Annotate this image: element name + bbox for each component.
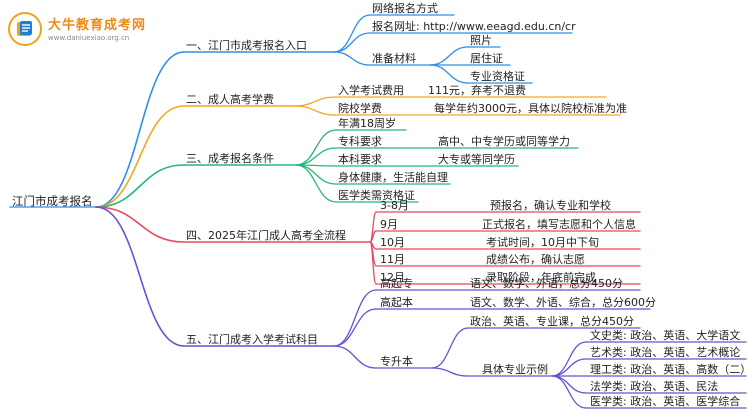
bachelor-requirement-node: 本科要求: [338, 153, 382, 166]
branch-connector: [95, 206, 185, 347]
connector-line: [551, 375, 587, 409]
registration-url-node[interactable]: 报名网址: http://www.eeagd.edu.cn/cr: [372, 20, 576, 33]
example-arts: 艺术类: 政治、英语、艺术概论: [590, 346, 741, 359]
timeline-month-dec: 12月: [380, 271, 405, 284]
major-examples-node: 具体专业示例: [482, 363, 548, 376]
connector-line: [333, 308, 377, 347]
age-requirement-node: 年满18周岁: [338, 117, 396, 130]
level-high-to-bachelor-subjects: 语文、数学、外语、综合，总分600分: [470, 296, 656, 309]
connector-line: [293, 96, 337, 107]
branch-connector: [95, 206, 185, 243]
example-science-engineering: 理工类: 政治、英语、高数（二）: [590, 363, 750, 376]
timeline-month-sep: 9月: [380, 218, 398, 231]
connector-line: [295, 147, 337, 166]
connector-line: [431, 327, 469, 369]
connector-line: [551, 358, 587, 377]
exam-fee-node: 入学考试费用: [338, 84, 404, 97]
timeline-month-oct: 10月: [380, 236, 405, 249]
materials-node: 准备材料: [372, 52, 416, 65]
medical-cert-requirement-node: 医学类需资格证: [338, 189, 415, 202]
connector-line: [429, 46, 469, 66]
connector-line: [295, 129, 337, 166]
bachelor-requirement-detail: 大专或等同学历: [438, 153, 515, 166]
example-liberal-arts: 文史类: 政治、英语、大学语文: [590, 329, 741, 342]
root-node: 江门市成考报名: [12, 194, 93, 208]
timeline-detail-mar-aug: 预报名，确认专业和学校: [490, 199, 611, 212]
connector-line: [295, 164, 337, 185]
logo-title: 大牛教育成考网: [48, 18, 147, 33]
level-high-to-bachelor: 高起本: [380, 296, 413, 309]
connector-line: [333, 32, 371, 53]
connector-line: [293, 105, 337, 116]
junior-college-requirement-node: 专科要求: [338, 135, 382, 148]
branch-connector: [95, 51, 185, 208]
exam-fee-detail: 111元，弃考不退费: [428, 84, 526, 97]
connector-line: [431, 367, 469, 377]
branch-title-tuition: 二、成人高考学费: [186, 93, 274, 106]
site-logo[interactable]: 大牛教育成考网 www.daniuexiao.org.cn: [8, 10, 158, 50]
book-logo-icon: [8, 12, 42, 46]
connector-line: [429, 64, 469, 84]
connector-line: [369, 241, 377, 285]
health-requirement-node: 身体健康，生活能自理: [338, 171, 448, 184]
timeline-detail-oct: 考试时间，10月中下旬: [486, 236, 599, 249]
level-high-to-junior: 高起专: [380, 277, 413, 290]
connector-line: [551, 375, 587, 394]
timeline-detail-sep: 正式报名，填写志愿和个人信息: [482, 218, 636, 231]
school-tuition-detail: 每学年约3000元，具体以院校标准为准: [434, 102, 627, 115]
connector-line: [295, 164, 337, 203]
material-residence-permit: 居住证: [470, 52, 503, 65]
junior-college-requirement-detail: 高中、中专学历或同等学力: [438, 135, 570, 148]
logo-url: www.daniuexiao.org.cn: [48, 34, 130, 42]
example-law: 法学类: 政治、英语、民法: [590, 380, 719, 393]
online-registration-node: 网络报名方式: [372, 2, 438, 15]
timeline-month-mar-aug: 3-8月: [380, 199, 409, 212]
material-photo: 照片: [470, 34, 492, 47]
connector-line: [333, 51, 371, 66]
branch-title-conditions: 三、成考报名条件: [186, 152, 274, 165]
connector-line: [333, 345, 377, 369]
branch-connector: [95, 105, 185, 208]
branch-title-subjects: 五、江门成考入学考试科目: [186, 333, 318, 346]
branch-title-process: 四、2025年江门成人高考全流程: [186, 229, 346, 242]
example-medicine: 医学类: 政治、英语、医学综合: [590, 395, 741, 408]
school-tuition-node: 院校学费: [338, 102, 382, 115]
material-qualification-cert: 专业资格证: [470, 70, 525, 83]
branch-connector: [95, 164, 185, 208]
connector-line: [333, 289, 377, 347]
level-junior-to-bachelor: 专升本: [380, 355, 413, 368]
level-high-to-junior-subjects: 语文、数学、外语，总分450分: [470, 277, 623, 290]
timeline-month-nov: 11月: [380, 253, 405, 266]
timeline-detail-dec: 录取阶段，年底前完成: [486, 271, 596, 284]
timeline-detail-nov: 成绩公布，确认志愿: [486, 253, 585, 266]
branch-title-registration-entry: 一、江门市成考报名入口: [186, 39, 307, 52]
level-junior-to-bachelor-subjects: 政治、英语、专业课，总分450分: [470, 315, 634, 328]
